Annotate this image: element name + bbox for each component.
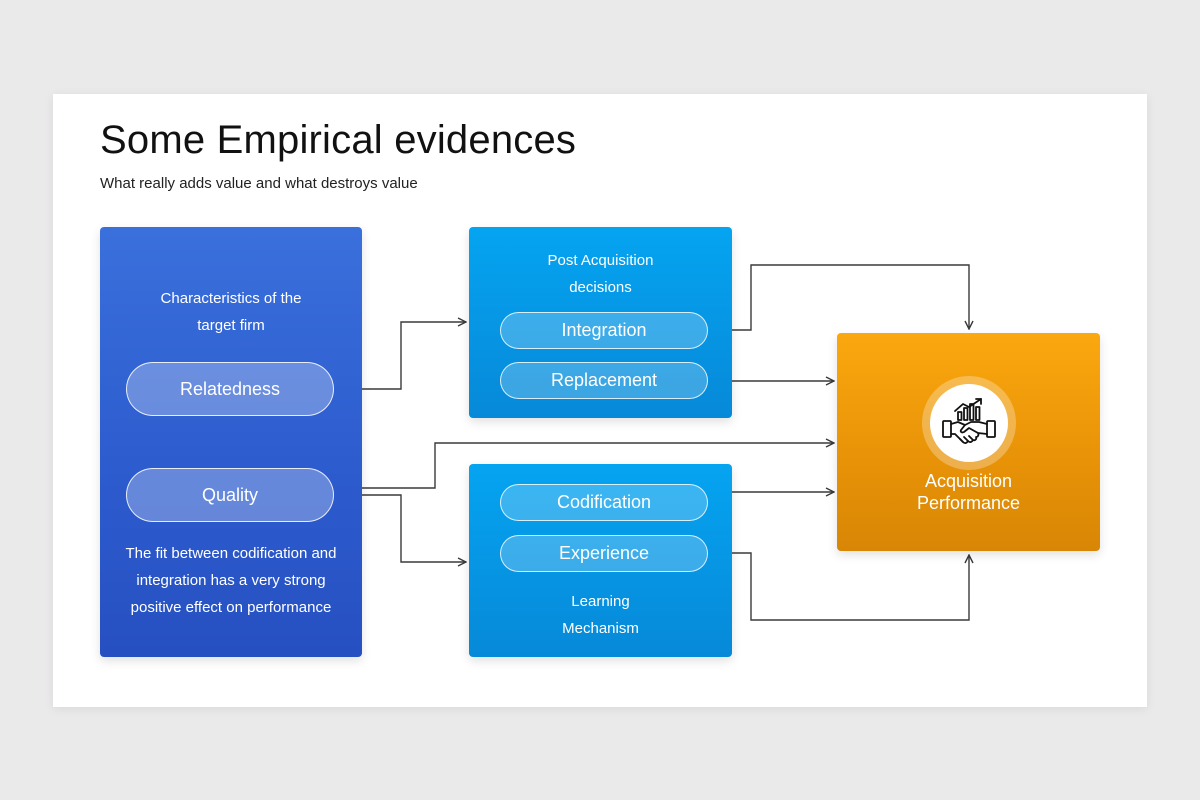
learning-mechanism-footer-line2: Mechanism [562,620,639,637]
fit-note-line3: positive effect on performance [130,599,332,616]
post-acquisition-heading-line2: decisions [569,279,632,296]
fit-note-line2: integration has a very strong [136,572,326,589]
codification-pill: Codification [500,484,708,521]
connector-experience-to-performance [710,552,969,621]
handshake-growth-icon [930,384,1008,462]
quality-pill: Quality [126,468,334,522]
acquisition-performance-label-line1: Acquisition [924,471,1013,491]
page-subtitle: What really adds value and what destroys… [100,175,418,192]
learning-mechanism-footer: Learning Mechanism [469,588,732,642]
target-firm-heading-line2: target firm [197,317,265,334]
experience-pill: Experience [500,535,708,572]
target-firm-heading-line1: Characteristics of the [160,290,302,307]
learning-mechanism-footer-line1: Learning [571,593,630,610]
target-firm-heading: Characteristics of the target firm [100,285,362,339]
connector-quality-to-performance [336,443,834,489]
acquisition-performance-label-line2: Performance [916,493,1021,513]
connector-quality-to-learning [336,494,466,562]
fit-note-line1: The fit between codification and [125,545,337,562]
replacement-pill: Replacement [500,362,708,399]
connector-relatedness-to-post [336,322,466,390]
target-firm-box [100,227,362,657]
relatedness-pill: Relatedness [126,362,334,416]
post-acquisition-heading-line1: Post Acquisition [547,252,654,269]
acquisition-performance-label: Acquisition Performance [837,470,1100,514]
page-title: Some Empirical evidences [100,118,577,162]
fit-note: The fit between codification and integra… [100,540,362,621]
post-acquisition-heading: Post Acquisition decisions [469,247,732,301]
integration-pill: Integration [500,312,708,349]
connector-integration-to-performance [710,264,969,331]
